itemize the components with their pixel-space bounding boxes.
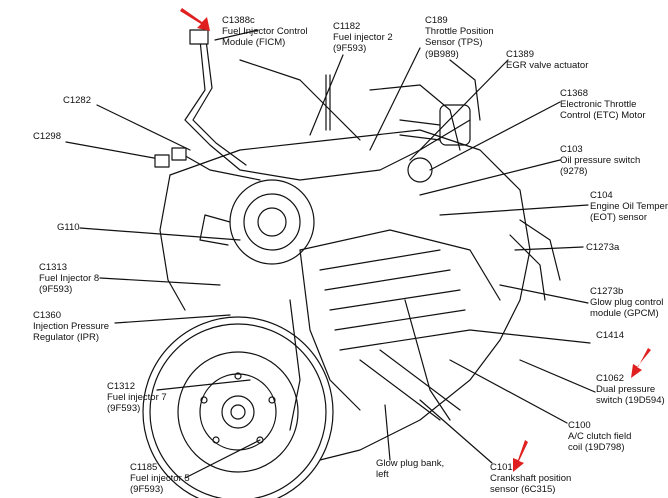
callout-c1414: C1414 xyxy=(596,330,624,341)
arrow-c1062-icon xyxy=(631,348,651,378)
arrow-c101-icon xyxy=(513,440,528,472)
callout-c1282: C1282 xyxy=(63,95,91,106)
throttle-body xyxy=(399,104,471,183)
connector-icons xyxy=(154,29,209,168)
highlight-arrows xyxy=(180,8,651,472)
turbocharger xyxy=(199,179,315,265)
callout-glow-plug-bank: Glow plug bank,left xyxy=(376,458,445,481)
leader-lines xyxy=(65,29,596,479)
callout-c1298: C1298 xyxy=(33,131,61,142)
flywheel xyxy=(142,316,334,498)
wiring-harness xyxy=(174,39,561,301)
engine-block xyxy=(159,129,531,461)
callout-g110: G110 xyxy=(57,222,80,233)
callout-c1273a: C1273a xyxy=(586,242,620,253)
arrow-c1388c-icon xyxy=(180,8,210,31)
